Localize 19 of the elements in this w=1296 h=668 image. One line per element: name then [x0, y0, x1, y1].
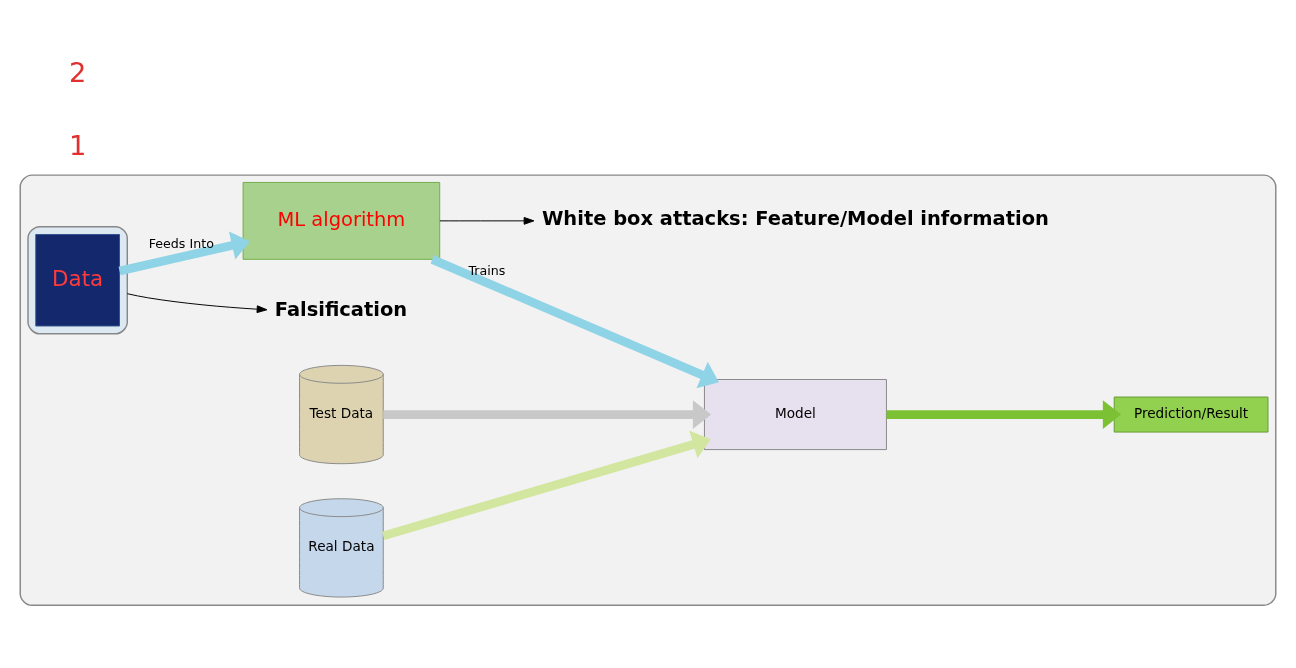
node-text: Falsification — [274, 297, 408, 321]
arrow — [383, 399, 712, 429]
label: 2 — [68, 56, 87, 88]
node-box: Model — [703, 378, 887, 450]
node-box: ML algorithm — [242, 181, 441, 260]
arrow — [126, 292, 268, 313]
node-box: Prediction/Result — [1113, 396, 1269, 433]
edge-label: Feeds Into — [148, 235, 214, 251]
edge-label: Trains — [468, 262, 506, 278]
cluster — [27, 225, 128, 334]
arrow — [886, 399, 1122, 429]
arrow — [430, 254, 719, 388]
arrow — [439, 216, 535, 225]
label: 1 — [68, 129, 87, 161]
node-text: White box attacks: Feature/Model information — [541, 206, 1049, 230]
arrow — [118, 230, 250, 275]
cluster — [19, 173, 1277, 606]
node-box: Data — [35, 233, 120, 326]
arrow — [382, 430, 711, 540]
